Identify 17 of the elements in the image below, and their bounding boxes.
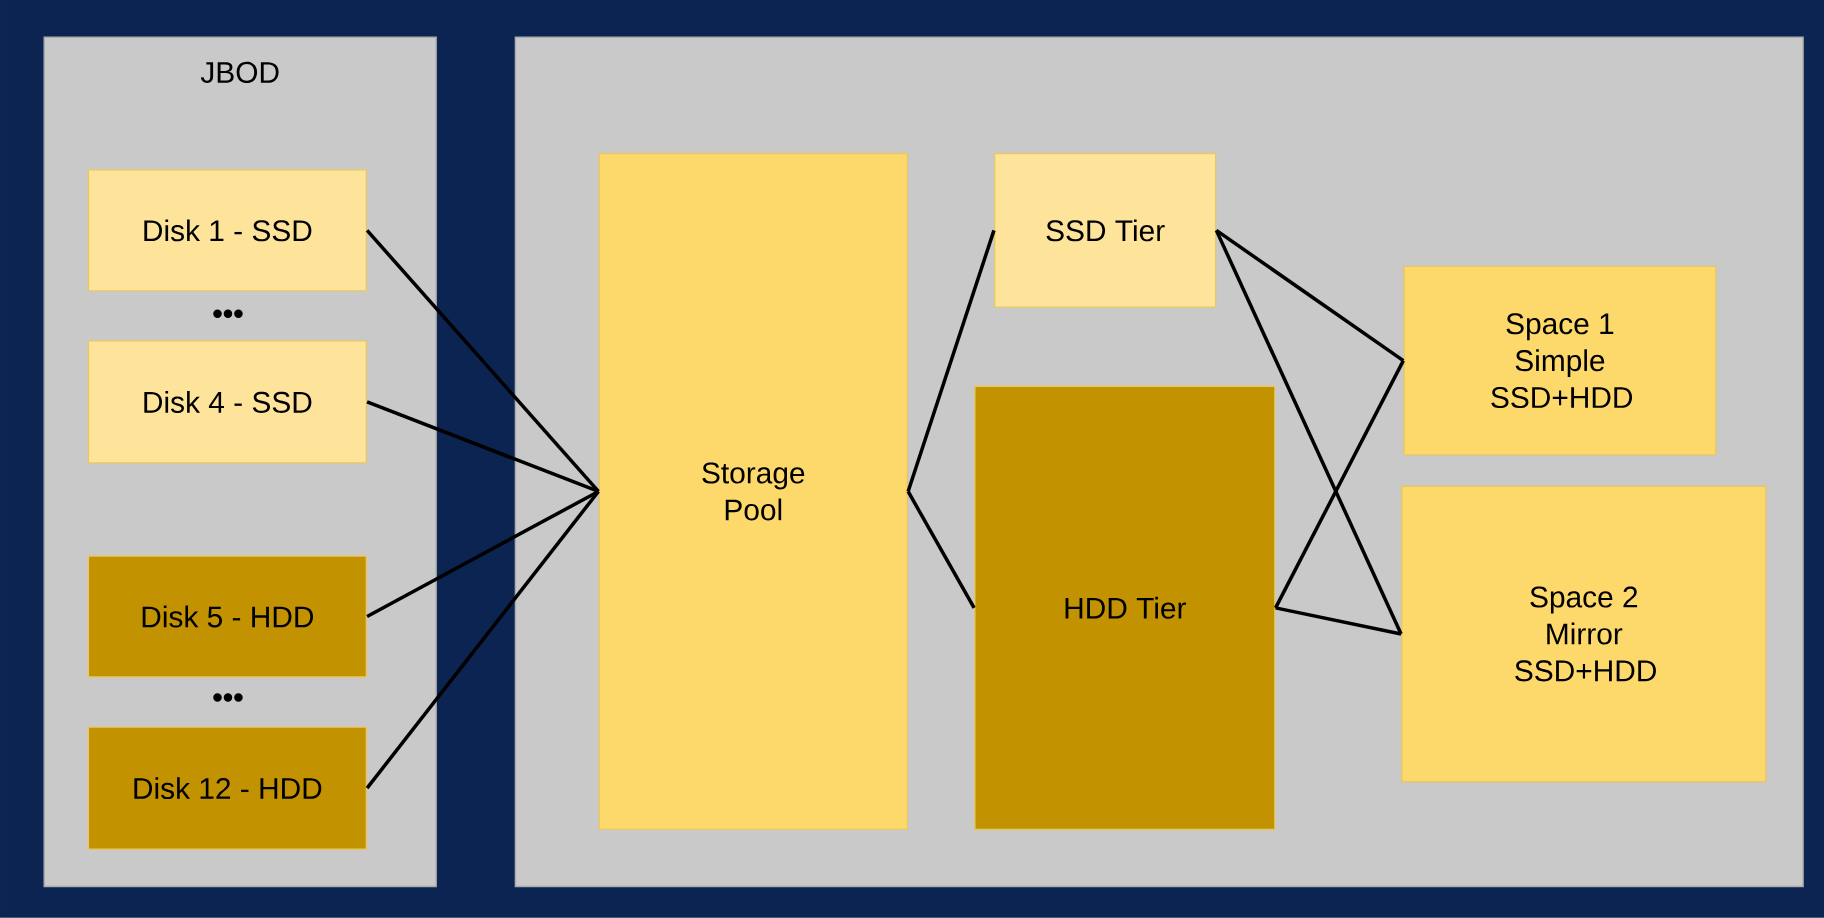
connector-line [906, 229, 996, 493]
connector-line [1215, 229, 1405, 363]
connector-line [365, 490, 600, 790]
connector-line [1214, 229, 1403, 635]
tier-box: SSD Tier [993, 152, 1217, 308]
connector-line [365, 229, 600, 493]
space-box: Space 1 Simple SSD+HDD [1403, 265, 1717, 456]
connector-line [1274, 359, 1405, 609]
connector-line [366, 400, 600, 494]
connector-line [906, 490, 976, 609]
connector-line [1275, 606, 1402, 636]
ellipsis-dots: ••• [213, 693, 243, 702]
connector-line [366, 490, 600, 619]
space-box: Space 2 Mirror SSD+HDD [1401, 485, 1767, 783]
ellipsis-dots: ••• [213, 309, 243, 319]
tier-box: HDD Tier [974, 385, 1276, 831]
pool-box: Storage Pool [598, 152, 909, 831]
